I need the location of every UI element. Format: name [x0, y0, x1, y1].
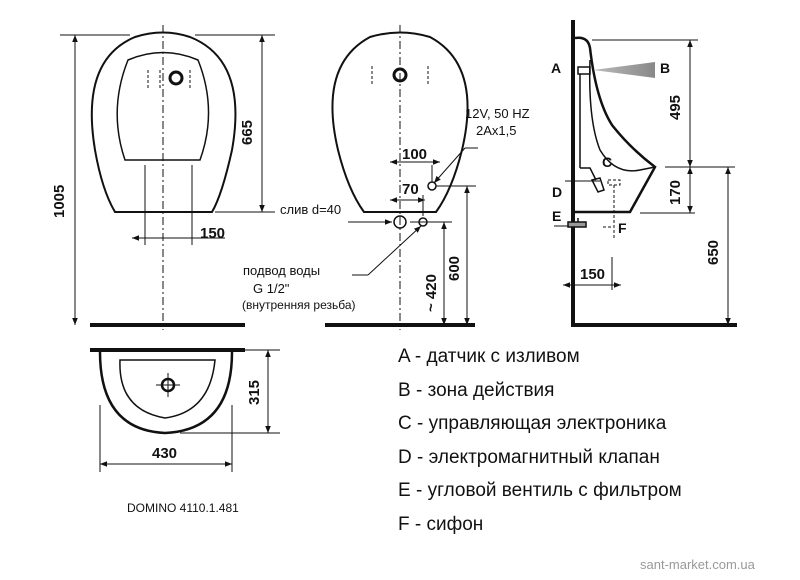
legend-text: - управляющая электроника	[411, 413, 667, 434]
side-view	[554, 20, 737, 327]
dim-150-side: 150	[580, 266, 606, 283]
legend-text: - сифон	[409, 513, 484, 535]
plan-view	[90, 348, 280, 472]
dim-430: 430	[152, 445, 178, 462]
dim-665: 665	[239, 119, 256, 145]
front-view	[60, 25, 275, 330]
label-c: C	[602, 154, 613, 170]
legend-text: - зона действия	[410, 379, 555, 401]
legend-key: F	[398, 513, 410, 535]
water-thread-label: G 1/2"	[253, 281, 290, 296]
cable-label: 2Ax1,5	[476, 123, 517, 138]
dim-170: 170	[667, 179, 684, 205]
label-b: B	[660, 60, 671, 76]
rear-view	[325, 25, 478, 330]
label-f: F	[618, 220, 627, 236]
water-supply-label: подвод воды	[243, 263, 321, 278]
legend-key: D	[398, 446, 412, 468]
dim-420: ~ 420	[423, 274, 440, 312]
label-e: E	[552, 208, 562, 224]
dim-1005: 1005	[51, 184, 68, 218]
sensor-zone-beam	[593, 62, 655, 78]
legend-item-b: B - зона действия	[398, 380, 682, 414]
legend-item-c: C - управляющая электроника	[398, 413, 682, 447]
drain-label: слив d=40	[280, 202, 342, 217]
water-note: (внутренняя резьба)	[242, 298, 356, 312]
dim-495: 495	[667, 94, 684, 120]
legend-text: - угловой вентиль с фильтром	[410, 480, 682, 501]
label-a: A	[551, 60, 562, 76]
legend-text: - датчик с изливом	[409, 346, 580, 367]
dim-650: 650	[705, 239, 722, 265]
legend-key: B	[398, 379, 411, 401]
label-d: D	[552, 184, 563, 200]
power-label: 12V, 50 HZ	[465, 106, 530, 121]
legend-item-d: D - электромагнитный клапан	[398, 447, 682, 481]
legend-key: A	[398, 346, 410, 367]
watermark: sant-market.com.ua	[640, 557, 755, 572]
legend-text: - электромагнитный клапан	[411, 446, 660, 468]
legend-key: C	[398, 413, 412, 434]
dim-600: 600	[446, 255, 463, 281]
legend: A - датчик с изливом B - зона действия C…	[398, 346, 682, 547]
legend-item-f: F - сифон	[398, 514, 682, 548]
dim-315: 315	[246, 379, 263, 405]
dim-100: 100	[402, 146, 428, 163]
dim-70: 70	[402, 181, 419, 198]
dim-150-front: 150	[200, 225, 226, 242]
legend-item-a: A - датчик с изливом	[398, 346, 682, 380]
legend-item-e: E - угловой вентиль с фильтром	[398, 480, 682, 514]
model-label: DOMINO 4110.1.481	[127, 501, 239, 515]
legend-key: E	[398, 480, 411, 501]
